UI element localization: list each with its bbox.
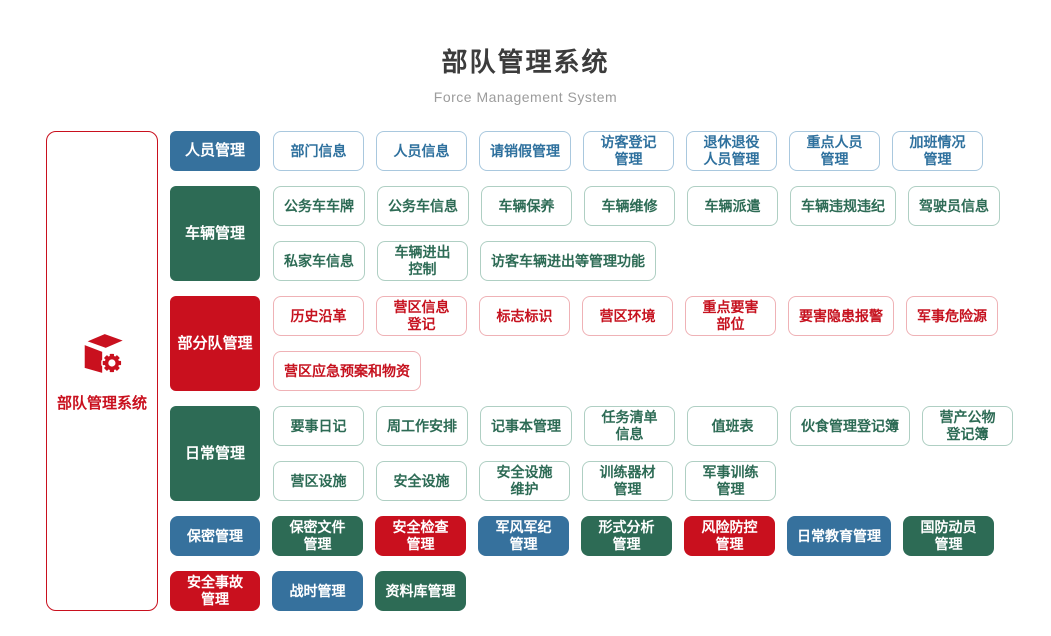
- module-box: 保密文件 管理: [272, 516, 363, 556]
- module-box: 要害隐患报警: [788, 296, 894, 336]
- module-lines: 历史沿革营区信息 登记标志标识营区环境重点要害 部位要害隐患报警军事危险源营区应…: [273, 296, 998, 391]
- module-box: 安全检查 管理: [375, 516, 466, 556]
- module-box: 军事危险源: [906, 296, 998, 336]
- module-box: 营区信息 登记: [376, 296, 467, 336]
- category-box: 日常管理: [170, 406, 260, 501]
- module-line: 私家车信息车辆进出 控制访客车辆进出等管理功能: [273, 241, 1000, 281]
- category-box: 人员管理: [170, 131, 260, 171]
- module-box: 部门信息: [273, 131, 364, 171]
- module-box: 车辆违规违纪: [790, 186, 896, 226]
- module-line: 营区设施安全设施安全设施 维护训练器材 管理军事训练 管理: [273, 461, 1013, 501]
- module-lines: 公务车车牌公务车信息车辆保养车辆维修车辆派遣车辆违规违纪驾驶员信息私家车信息车辆…: [273, 186, 1000, 281]
- module-box: 访客车辆进出等管理功能: [480, 241, 656, 281]
- module-group: 人员管理部门信息人员信息请销假管理访客登记 管理退休退役 人员管理重点人员 管理…: [170, 131, 1013, 171]
- module-box: 车辆维修: [584, 186, 675, 226]
- module-box: 安全设施: [376, 461, 467, 501]
- module-box: 值班表: [687, 406, 778, 446]
- cube-gear-icon: [83, 332, 126, 375]
- module-box: 退休退役 人员管理: [686, 131, 777, 171]
- module-group: 车辆管理公务车车牌公务车信息车辆保养车辆维修车辆派遣车辆违规违纪驾驶员信息私家车…: [170, 186, 1013, 281]
- module-box: 资料库管理: [375, 571, 466, 611]
- module-box: 军风军纪 管理: [478, 516, 569, 556]
- module-box: 车辆保养: [481, 186, 572, 226]
- page-subtitle: Force Management System: [433, 89, 618, 105]
- module-box: 保密管理: [170, 516, 260, 556]
- module-box: 安全事故 管理: [170, 571, 260, 611]
- module-box: 公务车车牌: [273, 186, 365, 226]
- module-box: 重点人员 管理: [789, 131, 880, 171]
- module-box: 周工作安排: [376, 406, 468, 446]
- module-line: 公务车车牌公务车信息车辆保养车辆维修车辆派遣车辆违规违纪驾驶员信息: [273, 186, 1000, 226]
- module-line: 营区应急预案和物资: [273, 351, 998, 391]
- standalone-row: 安全事故 管理战时管理资料库管理: [170, 571, 1013, 611]
- module-line: 要事日记周工作安排记事本管理任务清单 信息值班表伙食管理登记簿营产公物 登记簿: [273, 406, 1013, 446]
- module-box: 公务车信息: [377, 186, 469, 226]
- module-box: 私家车信息: [273, 241, 365, 281]
- module-box: 形式分析 管理: [581, 516, 672, 556]
- module-box: 训练器材 管理: [582, 461, 673, 501]
- module-group: 日常管理要事日记周工作安排记事本管理任务清单 信息值班表伙食管理登记簿营产公物 …: [170, 406, 1013, 501]
- module-box: 标志标识: [479, 296, 570, 336]
- module-box: 车辆进出 控制: [377, 241, 468, 281]
- module-box: 请销假管理: [479, 131, 571, 171]
- module-box: 要事日记: [273, 406, 364, 446]
- module-box: 人员信息: [376, 131, 467, 171]
- module-lines: 要事日记周工作安排记事本管理任务清单 信息值班表伙食管理登记簿营产公物 登记簿营…: [273, 406, 1013, 501]
- module-line: 部门信息人员信息请销假管理访客登记 管理退休退役 人员管理重点人员 管理加班情况…: [273, 131, 983, 171]
- system-root-panel: 部队管理系统: [46, 131, 158, 611]
- module-box: 伙食管理登记簿: [790, 406, 910, 446]
- module-lines: 部门信息人员信息请销假管理访客登记 管理退休退役 人员管理重点人员 管理加班情况…: [273, 131, 983, 171]
- module-box: 历史沿革: [273, 296, 364, 336]
- module-box: 营区应急预案和物资: [273, 351, 421, 391]
- standalone-row: 保密管理保密文件 管理安全检查 管理军风军纪 管理形式分析 管理风险防控 管理日…: [170, 516, 1013, 556]
- module-box: 营区环境: [582, 296, 673, 336]
- module-box: 加班情况 管理: [892, 131, 983, 171]
- diagram: 部队管理系统 人员管理部门信息人员信息请销假管理访客登记 管理退休退役 人员管理…: [46, 131, 1051, 611]
- module-line: 历史沿革营区信息 登记标志标识营区环境重点要害 部位要害隐患报警军事危险源: [273, 296, 998, 336]
- system-root-label: 部队管理系统: [56, 395, 147, 412]
- module-box: 访客登记 管理: [583, 131, 674, 171]
- module-box: 重点要害 部位: [685, 296, 776, 336]
- module-box: 任务清单 信息: [584, 406, 675, 446]
- category-box: 车辆管理: [170, 186, 260, 281]
- module-box: 营区设施: [273, 461, 364, 501]
- module-grid: 人员管理部门信息人员信息请销假管理访客登记 管理退休退役 人员管理重点人员 管理…: [170, 131, 1013, 611]
- module-box: 国防动员 管理: [903, 516, 994, 556]
- module-box: 战时管理: [272, 571, 363, 611]
- module-box: 军事训练 管理: [685, 461, 776, 501]
- module-group: 部分队管理历史沿革营区信息 登记标志标识营区环境重点要害 部位要害隐患报警军事危…: [170, 296, 1013, 391]
- module-box: 车辆派遣: [687, 186, 778, 226]
- category-box: 部分队管理: [170, 296, 260, 391]
- module-box: 日常教育管理: [787, 516, 891, 556]
- page-title: 部队管理系统: [441, 47, 610, 77]
- module-box: 驾驶员信息: [908, 186, 1000, 226]
- page-header: 部队管理系统 Force Management System: [0, 0, 1051, 105]
- module-box: 风险防控 管理: [684, 516, 775, 556]
- module-box: 营产公物 登记簿: [922, 406, 1013, 446]
- module-box: 记事本管理: [480, 406, 572, 446]
- module-box: 安全设施 维护: [479, 461, 570, 501]
